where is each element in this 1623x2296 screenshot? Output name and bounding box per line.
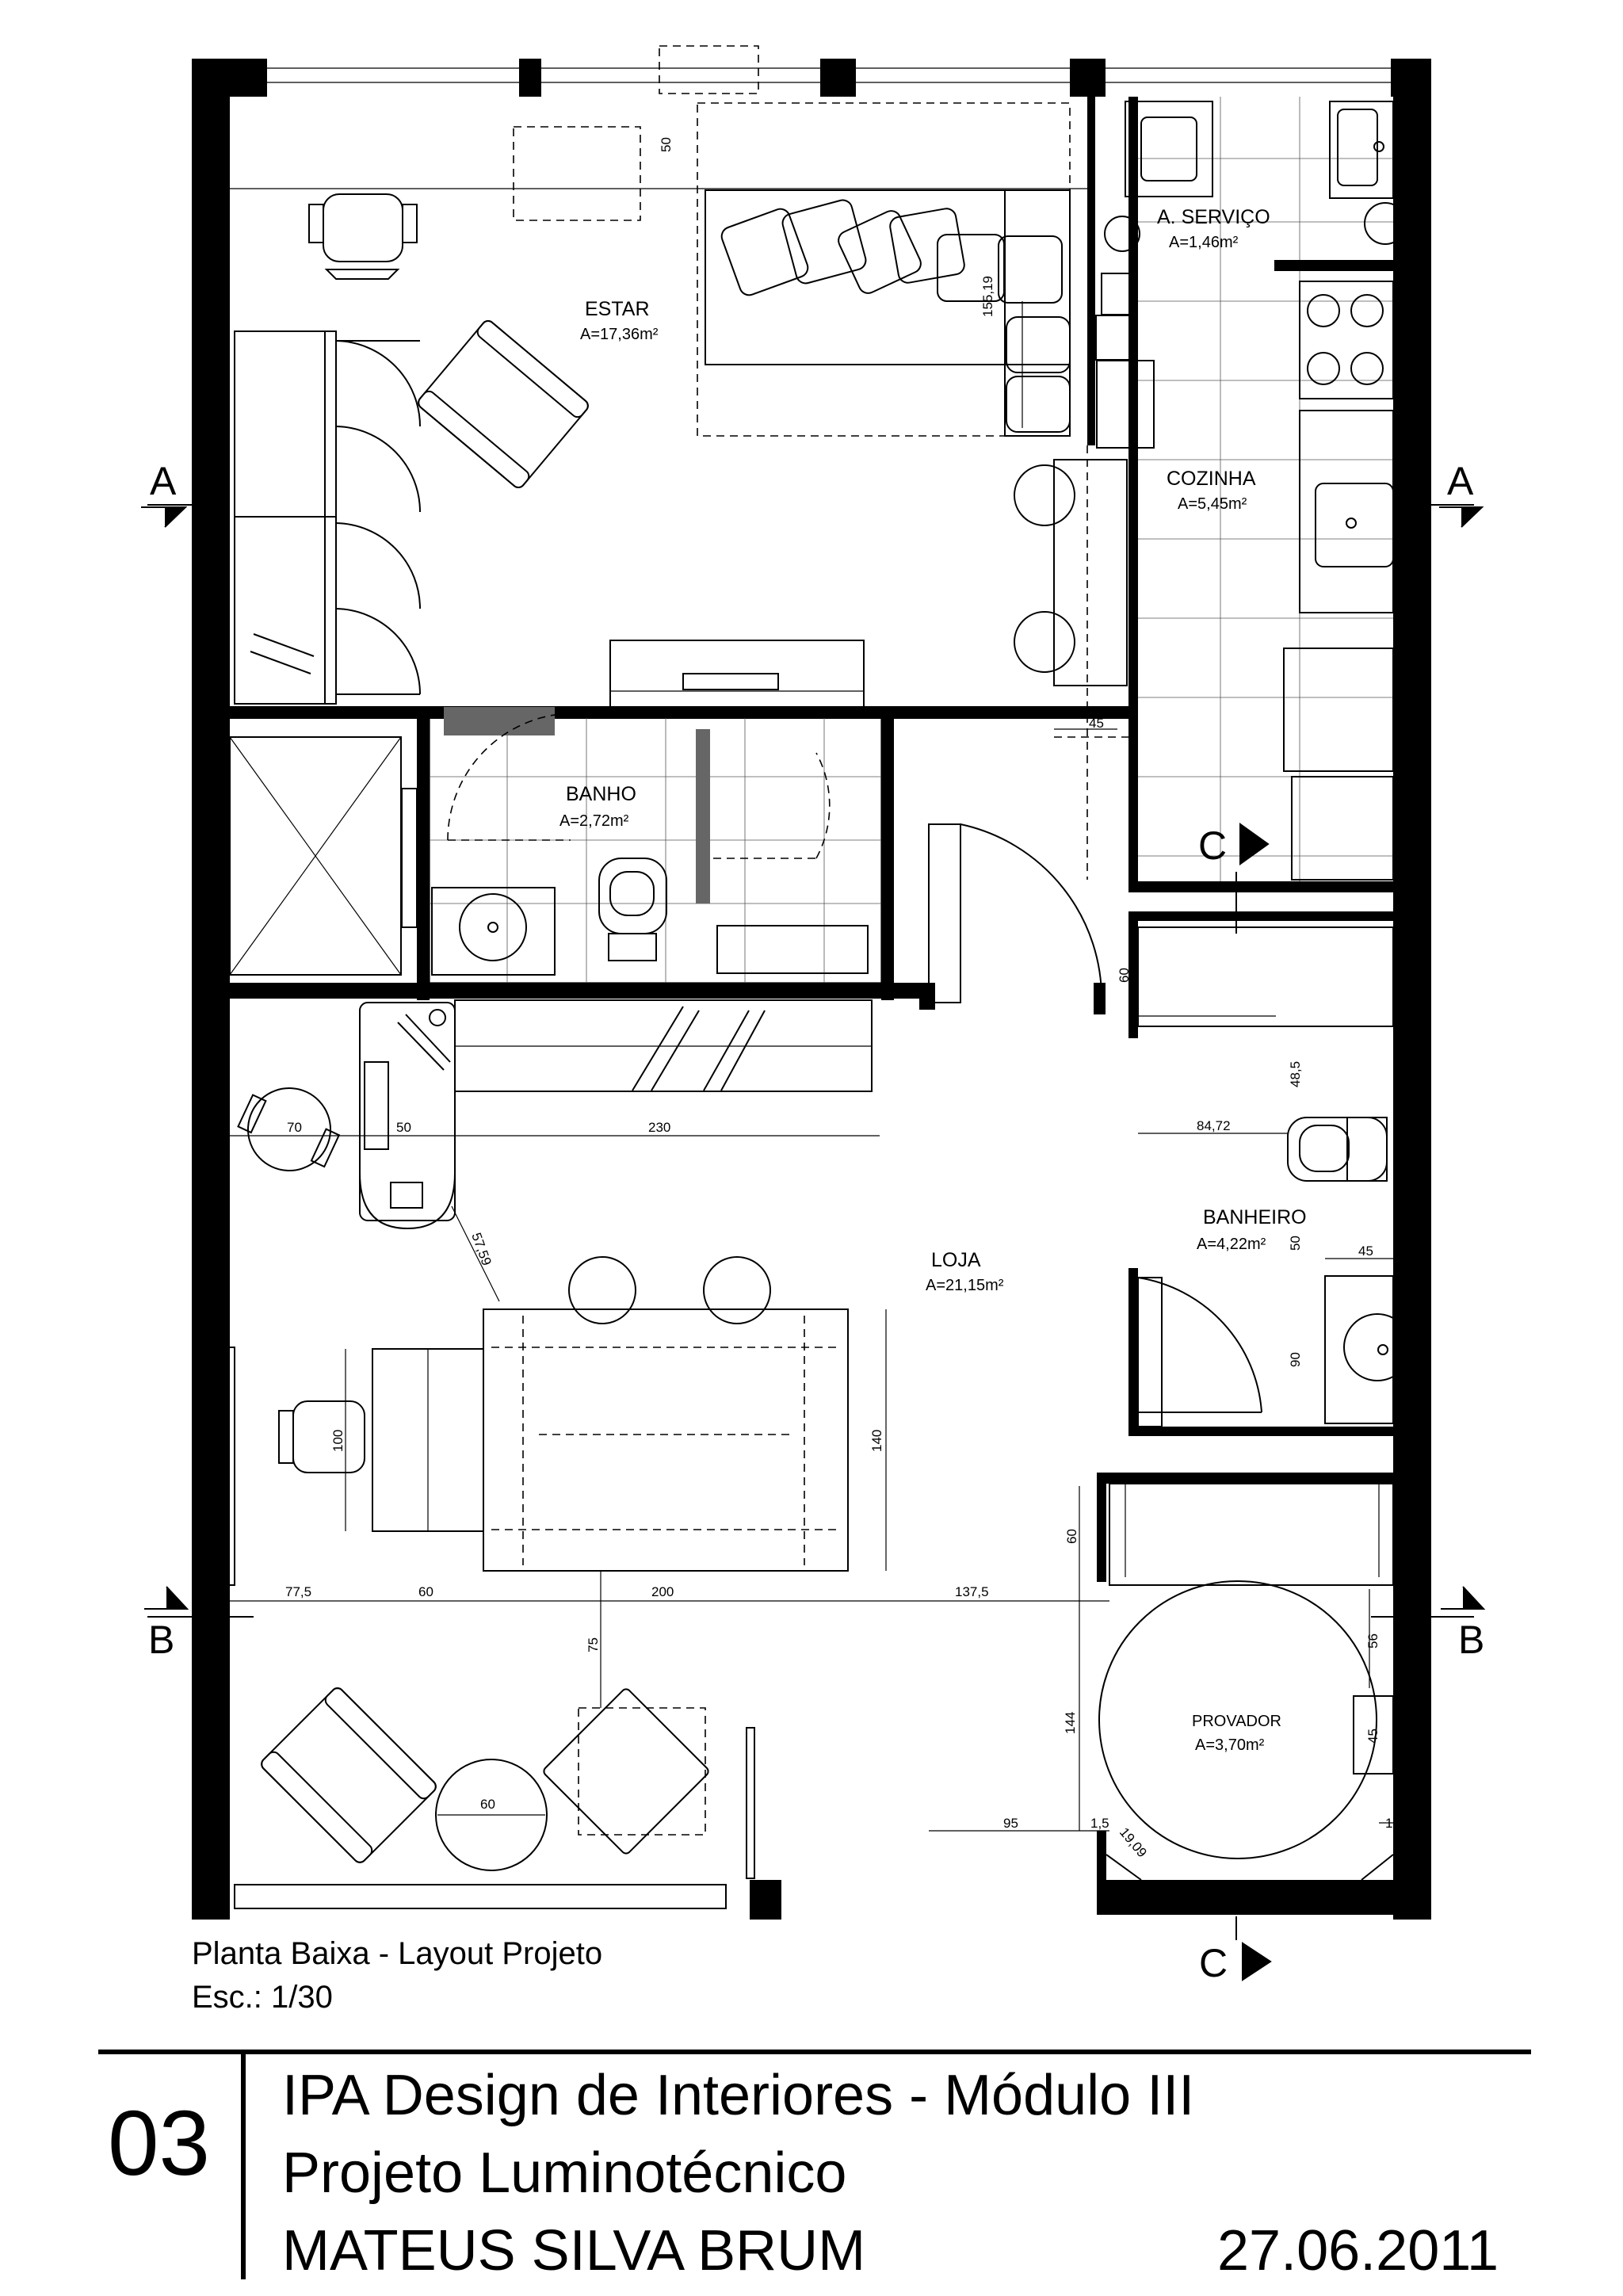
dim-label: 100 — [330, 1430, 346, 1452]
room-name: PROVADOR — [1192, 1713, 1281, 1730]
section-label: C — [1198, 823, 1227, 868]
dim-label: 200 — [651, 1584, 674, 1599]
dim-label: 60 — [1117, 968, 1132, 983]
plan-scale: Esc.: 1/30 — [192, 1980, 333, 2015]
dim-label: 50 — [659, 137, 674, 152]
dim-label: 45 — [1365, 1729, 1381, 1744]
estar-furniture — [230, 102, 1128, 880]
dim-label: 70 — [287, 1120, 302, 1135]
section-marker-a-right: A — [1431, 459, 1484, 528]
room-area: A=5,45m² — [1178, 495, 1247, 513]
dim-label: 60 — [1064, 1529, 1079, 1544]
dim-label: 84,72 — [1197, 1118, 1231, 1133]
room-area: A=17,36m² — [580, 326, 659, 343]
author-name: MATEUS SILVA BRUM — [282, 2219, 866, 2283]
dim-label: 95 — [1003, 1816, 1018, 1831]
room-label-banho: BANHO A=2,72m² — [559, 783, 636, 830]
room-area: A=3,70m² — [1195, 1736, 1265, 1754]
loja-door — [928, 823, 1103, 1003]
plan-caption-title: Planta Baixa - Layout Projeto — [192, 1936, 603, 1971]
room-name: LOJA — [931, 1249, 981, 1271]
title-block-top-rule — [98, 2050, 1531, 2054]
dim-label: 90 — [1288, 1352, 1303, 1367]
dim-label: 140 — [869, 1430, 884, 1452]
section-marker-a-left: A — [141, 459, 192, 528]
dim-label: 155,19 — [980, 276, 995, 317]
dim-label: 137,5 — [955, 1584, 989, 1599]
dimension-labels: 50 155,19 45 60 48,5 84,72 50 45 90 70 5… — [285, 137, 1400, 1860]
dim-label: 57,59 — [468, 1231, 494, 1267]
dim-label: 50 — [1288, 1236, 1303, 1251]
section-label: A — [1447, 459, 1474, 503]
kitchen-tiles — [1138, 97, 1393, 881]
dim-label: 45 — [1358, 1244, 1373, 1259]
section-label: B — [1458, 1618, 1484, 1662]
dim-label: 1,5 — [1090, 1816, 1109, 1831]
interior-walls — [229, 97, 1393, 1915]
room-label-banheiro: BANHEIRO A=4,22m² — [1197, 1206, 1307, 1253]
dim-label: 75 — [586, 1637, 601, 1652]
dim-label: 230 — [648, 1120, 670, 1135]
room-name: BANHEIRO — [1203, 1206, 1307, 1228]
dim-label: 19,09 — [1117, 1824, 1150, 1860]
room-label-servico: A. SERVIÇO A=1,46m² — [1157, 206, 1270, 251]
dim-label: 60 — [480, 1797, 495, 1812]
kitchen-furniture — [1095, 101, 1407, 881]
room-label-provador: PROVADOR A=3,70m² — [1192, 1713, 1281, 1754]
dim-label: 60 — [418, 1584, 433, 1599]
dim-label: 48,5 — [1288, 1061, 1303, 1087]
sheet-number: 03 — [108, 2092, 211, 2195]
section-marker-b-right: B — [1371, 1586, 1486, 1662]
room-area: A=2,72m² — [559, 812, 629, 830]
dim-label: 50 — [396, 1120, 411, 1135]
dim-label: 45 — [1089, 716, 1104, 731]
title-line-1: IPA Design de Interiores - Módulo III — [282, 2064, 1195, 2127]
dim-label: 15 — [1385, 1816, 1400, 1831]
dimension-lines — [230, 301, 1401, 1832]
room-label-loja: LOJA A=21,15m² — [926, 1249, 1004, 1294]
banheiro-fixtures — [1137, 926, 1411, 1427]
dim-label: 56 — [1365, 1633, 1381, 1648]
drawing-date: 27.06.2011 — [1217, 2219, 1499, 2283]
room-name: ESTAR — [585, 298, 650, 320]
top-windows — [267, 45, 1391, 94]
room-name: COZINHA — [1167, 468, 1256, 490]
title-line-2: Projeto Luminotécnico — [282, 2141, 847, 2205]
room-area: A=1,46m² — [1169, 234, 1239, 251]
outer-walls — [192, 59, 1431, 1920]
room-area: A=4,22m² — [1197, 1236, 1266, 1253]
dim-label: 144 — [1063, 1712, 1078, 1734]
loja-furniture — [226, 999, 873, 1909]
title-block: 03 IPA Design de Interiores - Módulo III… — [98, 2050, 1531, 2279]
section-marker-b-left: B — [144, 1586, 254, 1662]
room-label-cozinha: COZINHA A=5,45m² — [1167, 468, 1256, 513]
dim-label: 77,5 — [285, 1584, 311, 1599]
room-area: A=21,15m² — [926, 1277, 1004, 1294]
banho-fixtures — [229, 712, 869, 976]
section-marker-c-bottom: C — [1199, 1916, 1272, 1985]
section-label: C — [1199, 1941, 1228, 1985]
section-label: A — [150, 459, 177, 503]
room-name: A. SERVIÇO — [1157, 206, 1270, 228]
section-marker-c-top: C — [1198, 823, 1270, 934]
section-label: B — [148, 1618, 174, 1662]
room-label-estar: ESTAR A=17,36m² — [580, 298, 659, 343]
room-name: BANHO — [566, 783, 636, 805]
provador — [1098, 1483, 1394, 1881]
title-block-divider — [241, 2050, 246, 2279]
